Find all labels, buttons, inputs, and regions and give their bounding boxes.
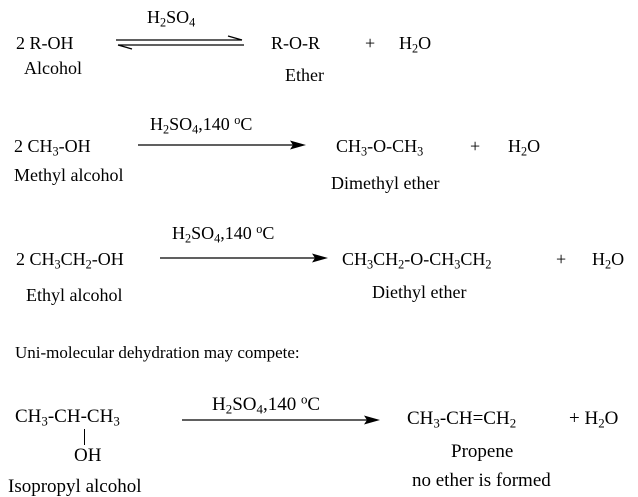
general-plus: + <box>365 33 376 53</box>
ethyl-product-name: Diethyl ether <box>372 282 467 302</box>
ethyl-product: CH3CH2-O-CH3CH2 <box>342 249 492 272</box>
ethyl-reactant: 2 CH3CH2-OH <box>16 249 124 272</box>
ethyl-reactant-name: Ethyl alcohol <box>26 285 123 305</box>
methyl-reactant-name: Methyl alcohol <box>14 165 124 185</box>
ethyl-condition: H2SO4,140 oC <box>172 221 275 246</box>
equilibrium-arrow <box>116 35 244 50</box>
methyl-plus: + <box>470 136 481 156</box>
isopropyl-product: CH3-CH=CH2 <box>407 408 517 431</box>
general-product-name: Ether <box>285 65 324 85</box>
methyl-water: H2O <box>508 136 541 159</box>
methyl-product-name: Dimethyl ether <box>331 173 440 193</box>
reaction-arrow <box>182 415 380 425</box>
reaction-arrow <box>138 140 306 150</box>
isopropyl-product-water: + H2O <box>569 408 619 431</box>
methyl-product: CH3-O-CH3 <box>336 136 424 159</box>
isopropyl-condition: H2SO4,140 oC <box>212 391 321 417</box>
isopropyl-product-name: Propene <box>451 441 514 462</box>
general-condition: H2SO4 <box>147 7 196 30</box>
isopropyl-reactant-name: Isopropyl alcohol <box>8 476 142 497</box>
general-water: H2O <box>399 33 432 56</box>
methyl-reactant: 2 CH3-OH <box>14 136 91 159</box>
isopropyl-branch: OH <box>74 445 102 466</box>
general-reactant-name: Alcohol <box>24 58 82 78</box>
general-reactant: 2 R-OH <box>16 33 74 53</box>
methyl-condition: H2SO4,140 oC <box>150 112 253 137</box>
ethyl-plus: + <box>556 249 567 269</box>
ethyl-water: H2O <box>592 249 625 272</box>
competition-note: Uni-molecular dehydration may compete: <box>15 343 300 362</box>
isopropyl-reactant: CH3-CH-CH3 <box>15 406 120 429</box>
general-product: R-O-R <box>271 33 320 53</box>
reaction-arrow <box>160 253 328 263</box>
isopropyl-result-note: no ether is formed <box>412 470 551 491</box>
branch-bond <box>84 429 85 445</box>
